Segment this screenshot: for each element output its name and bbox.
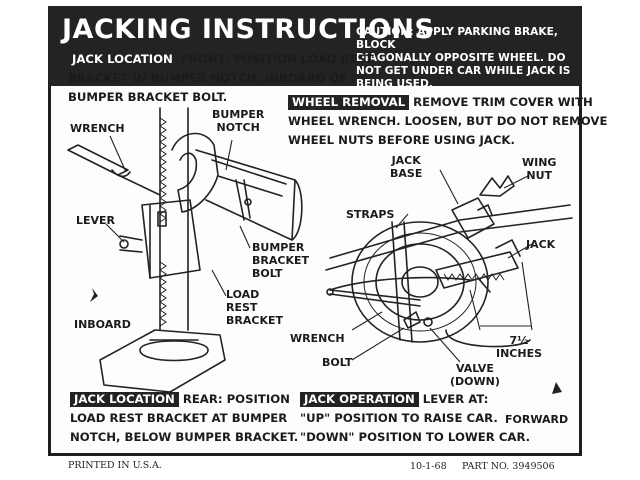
label-inches: 7½ INCHES [496,334,543,360]
wheel-removal-body: REMOVE TRIM COVER WITH WHEEL WRENCH. LOO… [288,95,608,147]
printed-in-usa: PRINTED IN U.S.A. [68,460,162,471]
part-number: PART NO. 3949506 [462,461,555,472]
front-jack-drawing [67,107,303,393]
print-date: 10-1-68 [410,461,447,472]
label-load-rest-bracket: LOAD REST BRACKET [226,288,283,327]
label-bumper-notch: BUMPER NOTCH [212,108,265,134]
label-lever: LEVER [76,214,116,227]
front-jack-location-tag: JACK LOCATION [68,52,177,67]
page-title: JACKING INSTRUCTIONS [62,14,435,45]
label-wrench-rear: WRENCH [290,332,345,345]
label-jack-base: JACK BASE [390,154,423,180]
rear-jack-location-tag: JACK LOCATION [70,392,179,407]
jack-operation-tag: JACK OPERATION [300,392,419,407]
wheel-removal-tag: WHEEL REMOVAL [288,95,410,110]
label-inboard: INBOARD [74,318,131,331]
label-bolt: BOLT [322,356,353,369]
jack-operation-body: LEVER AT: "UP" POSITION TO RAISE CAR. "D… [300,392,531,444]
label-jack: JACK [526,238,556,251]
front-jack-location-body: FRONT: POSITION LOAD REST BRACKET IN BUM… [68,52,374,104]
label-wing-nut: WING NUT [522,156,557,182]
label-valve-down: VALVE (DOWN) [450,362,500,388]
label-forward: FORWARD [505,413,569,426]
rear-jack-drawing [325,175,573,394]
header-bar [48,6,582,86]
label-straps: STRAPS [346,208,395,221]
caution-text: CAUTION: APPLY PARKING BRAKE, BLOCK DIAG… [356,26,571,90]
rear-jack-location-body: REAR: POSITION LOAD REST BRACKET AT BUMP… [70,392,299,444]
label-bumper-bracket-bolt: BUMPER BRACKET BOLT [252,241,309,280]
label-wrench: WRENCH [70,122,125,135]
